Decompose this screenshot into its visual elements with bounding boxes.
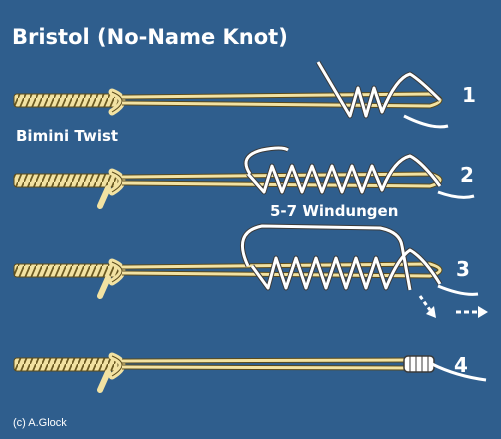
bimini-twist-label: Bimini Twist <box>16 127 118 145</box>
leader-line <box>431 362 487 382</box>
arrow-head-icon <box>426 306 436 318</box>
step-number-3: 3 <box>456 257 470 281</box>
step-1-illustration <box>13 60 449 129</box>
arrow-head-icon <box>478 306 488 318</box>
tag-line-through-loop <box>240 224 442 291</box>
page-title: Bristol (No-Name Knot) <box>12 25 288 49</box>
tag-line <box>316 61 442 118</box>
step-3-illustration <box>13 223 488 318</box>
step-number-1: 1 <box>462 83 476 107</box>
step-number-2: 2 <box>460 163 474 187</box>
bimini-twist-coil <box>13 357 119 372</box>
double-line-loop <box>121 262 442 278</box>
double-line <box>121 358 411 370</box>
copyright-credit: (c) A.Glock <box>13 417 67 429</box>
bimini-tag-end <box>97 185 111 209</box>
step-number-4: 4 <box>454 353 468 377</box>
finished-knot <box>403 355 435 373</box>
windings-label: 5-7 Windungen <box>270 202 398 220</box>
bimini-twist-coil <box>13 173 119 188</box>
tag-line-windings <box>244 146 442 194</box>
step-4-illustration <box>13 352 487 393</box>
bimini-twist-coil <box>13 263 119 278</box>
step-2-illustration <box>13 145 475 209</box>
tag-line-end <box>403 114 449 129</box>
pull-arrow-down <box>418 295 432 311</box>
bimini-twist-coil <box>13 93 119 108</box>
